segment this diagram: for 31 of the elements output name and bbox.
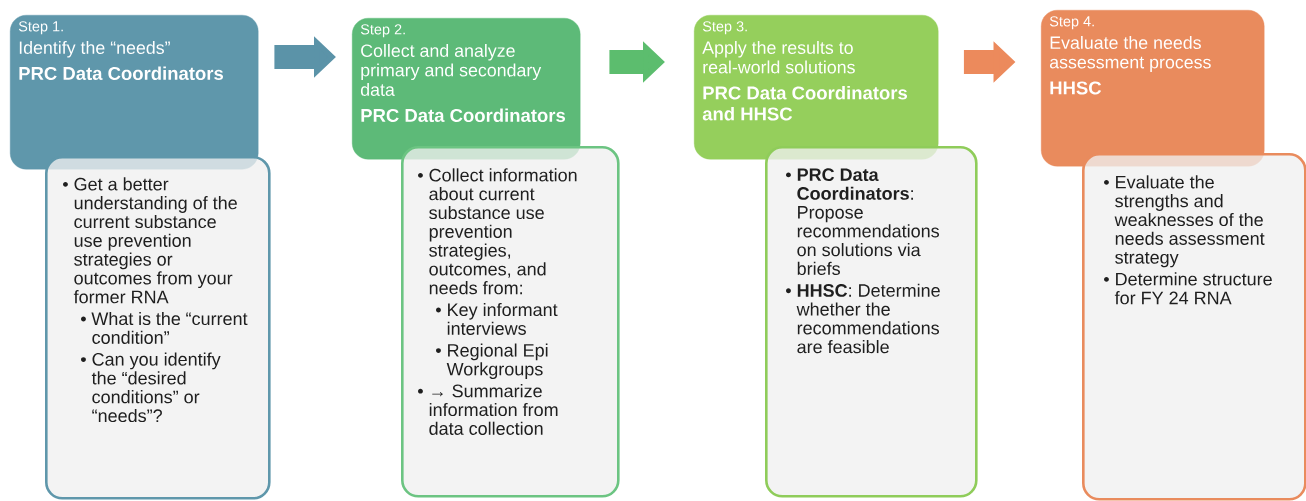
detail-box [401, 146, 620, 498]
step-box [10, 15, 259, 170]
bullet-item: • Can you identify the “desired conditions” or “needs”? [81, 352, 221, 423]
step-label: Step 1. [18, 21, 63, 35]
bullet-item: • Collect information about current substance use prevention strategies, outcomes, and needs from: [418, 168, 577, 295]
detail-box [765, 146, 978, 498]
step-box [694, 15, 939, 160]
bullet-item: • Get a better understanding of the current substance use prevention strategies or outcomes from your former RNA [63, 177, 237, 304]
detail-box [1082, 153, 1306, 501]
bullet-item: • HHSC: Determine whether the recommendations are feasible [786, 283, 940, 354]
step-title: Collect and analyze primary and secondary data [360, 43, 542, 96]
owner-label: HHSC [1050, 81, 1102, 95]
bullet-item: • Determine structure for FY 24 RNA [1104, 272, 1272, 305]
step-title: Identify the “needs” [19, 40, 170, 58]
step-box [1041, 10, 1265, 167]
bullet-item: • → Summarize information from data collection [418, 384, 558, 435]
step-label: Step 4. [1049, 16, 1094, 30]
step-title: Evaluate the needs assessment process [1049, 35, 1211, 73]
owner-label: PRC Data Coordinators [361, 108, 565, 122]
step-label: Step 2. [360, 24, 405, 38]
step-label: Step 3. [702, 21, 747, 35]
bullet-item: • Key informant interviews [436, 302, 558, 335]
bullet-item: • What is the “current condition” [81, 311, 248, 344]
bullet-item: • Evaluate the strengths and weaknesses of the needs assessment strategy [1104, 175, 1265, 268]
bullet-item: • Regional Epi Workgroups [436, 343, 548, 380]
step-box [352, 18, 581, 160]
step-title: Apply the results to real-world solutions [702, 40, 855, 74]
owner-label: PRC Data Coordinators [19, 66, 223, 80]
detail-box [45, 156, 271, 500]
owner-label: PRC Data Coordinators and HHSC [702, 85, 907, 121]
bullet-item: • PRC Data Coordinators: Propose recommendations on solutions via briefs [786, 168, 939, 276]
